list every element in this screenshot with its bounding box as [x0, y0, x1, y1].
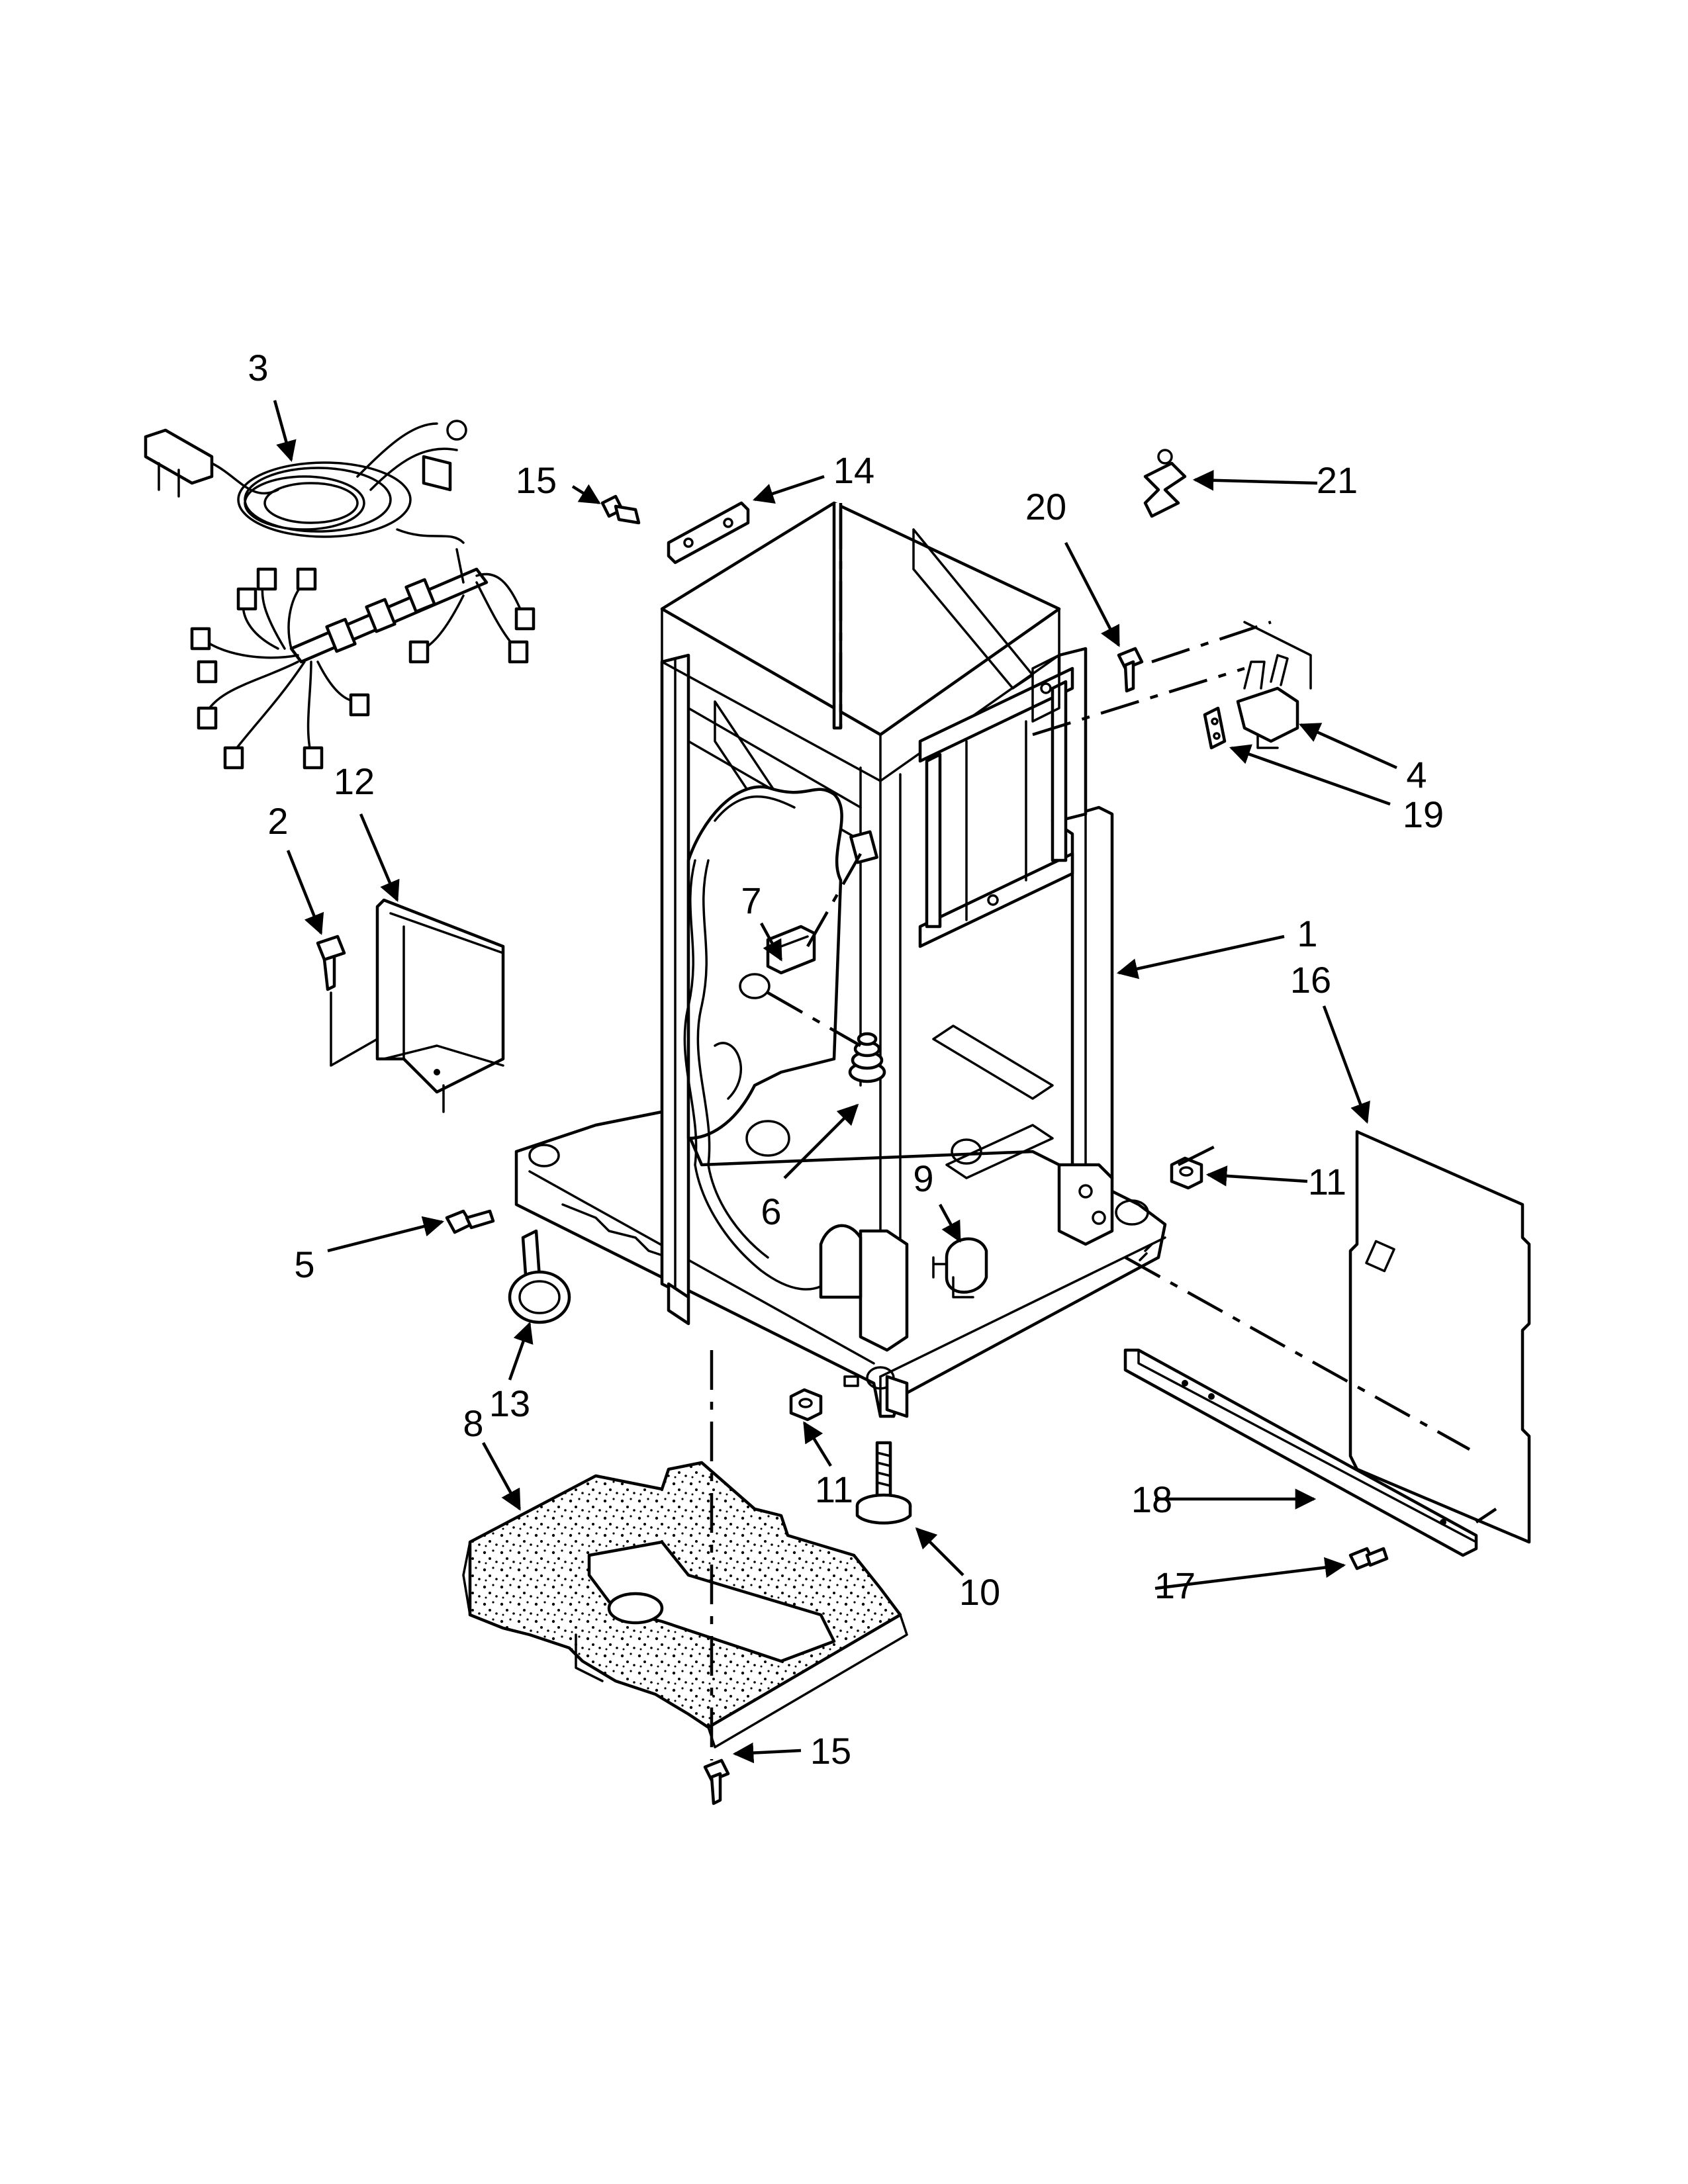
callout-6: 6: [761, 1191, 781, 1232]
plate-part-19: [1203, 706, 1227, 750]
callout-11-right: 11: [1308, 1161, 1346, 1203]
callout-3: 3: [248, 347, 268, 388]
callout-21: 21: [1317, 459, 1358, 501]
callout-9: 9: [913, 1158, 933, 1199]
power-cord: [144, 420, 467, 538]
callout-1: 1: [1297, 913, 1317, 954]
caster-part-13: [508, 1229, 571, 1324]
callout-8: 8: [463, 1402, 483, 1444]
callout-7: 7: [741, 880, 761, 921]
nut-part-11-right: [1170, 1156, 1203, 1190]
screw-part-17: [1348, 1547, 1389, 1570]
rear-panel-part-16: [1348, 1130, 1531, 1544]
cabinet-frame: [514, 501, 1167, 1418]
screw-part-20: [1117, 647, 1144, 693]
callout-labels: 1 2 3 4 5 6 7 8 9 10 11 11 12 13 14 15 1…: [248, 347, 1444, 1772]
callout-2: 2: [267, 800, 288, 842]
switch-part-4: [1236, 654, 1299, 749]
nut-part-11-lower: [789, 1388, 823, 1422]
callout-14: 14: [833, 449, 874, 491]
callout-20: 20: [1025, 486, 1066, 527]
leader-arrows: [273, 400, 1397, 1764]
callout-19: 19: [1403, 794, 1444, 835]
screw-part-15-bottom: [703, 1758, 730, 1805]
switch-bracket-outline: [1243, 621, 1312, 690]
insulation-pad-part-8: [462, 1461, 908, 1749]
bracket-part-14: [667, 501, 750, 565]
callout-4: 4: [1406, 754, 1427, 796]
cover-part-12: [330, 898, 505, 1113]
clip-part-21: [1143, 449, 1187, 518]
callout-5: 5: [294, 1244, 314, 1285]
alignment-lines: [710, 510, 1497, 1760]
callout-18: 18: [1131, 1479, 1172, 1520]
leveling-leg-part-10: [855, 1441, 912, 1525]
screw-part-15-top: [600, 494, 641, 525]
callout-13: 13: [489, 1383, 530, 1424]
callout-11-lower: 11: [815, 1469, 853, 1510]
screw-part-5: [445, 1209, 495, 1234]
grommet-part-6: [848, 1032, 886, 1083]
wire-harness: [190, 528, 536, 770]
screw-part-2: [316, 934, 346, 991]
callout-15-top: 15: [516, 459, 557, 501]
callout-12: 12: [334, 760, 375, 802]
rail-part-18: [1123, 1348, 1478, 1557]
callout-15-bottom: 15: [810, 1730, 851, 1772]
callout-16: 16: [1290, 959, 1331, 1001]
callout-17: 17: [1154, 1565, 1196, 1606]
callout-10: 10: [959, 1571, 1000, 1613]
